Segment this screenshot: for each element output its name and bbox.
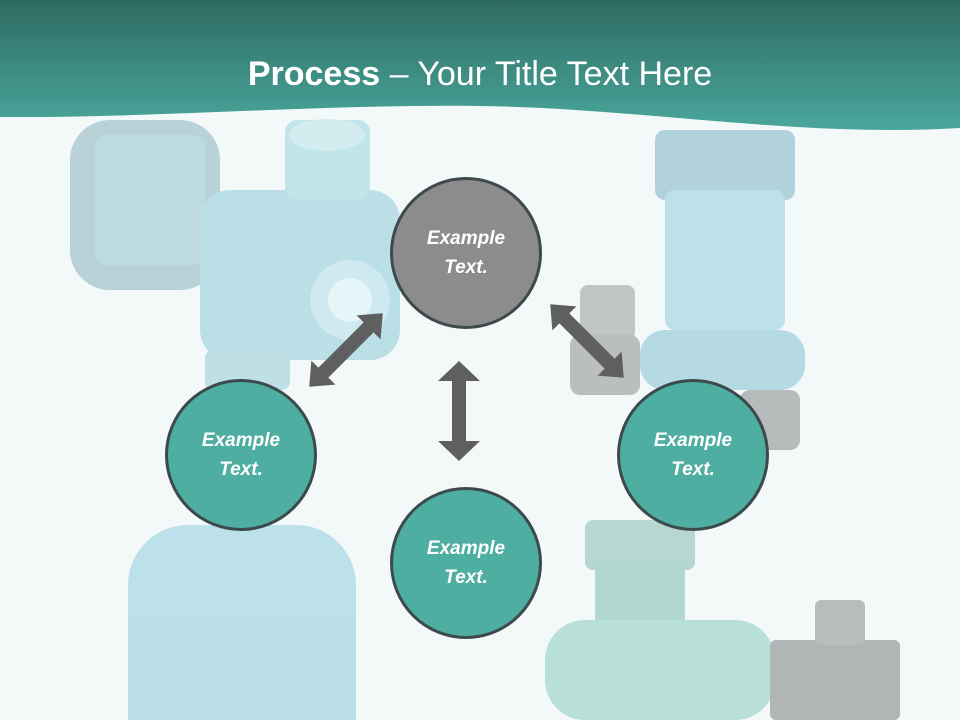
process-node-right: Example Text. xyxy=(617,379,769,531)
header-banner xyxy=(0,0,960,131)
node-label: Example Text. xyxy=(426,538,506,588)
node-label: Example Text. xyxy=(201,430,281,480)
double-arrow-icon xyxy=(309,313,383,387)
node-label: Example Text. xyxy=(426,228,506,278)
double-arrow-icon xyxy=(550,304,624,378)
title-bold: Process xyxy=(247,55,381,93)
process-node-left: Example Text. xyxy=(165,379,317,531)
double-arrow-icon xyxy=(438,361,480,461)
node-label: Example Text. xyxy=(653,430,733,480)
title-rest: – Your Title Text Here xyxy=(380,55,713,93)
page-title: Process – Your Title Text Here xyxy=(0,52,960,96)
process-node-top: Example Text. xyxy=(390,177,542,329)
process-node-bottom: Example Text. xyxy=(390,487,542,639)
